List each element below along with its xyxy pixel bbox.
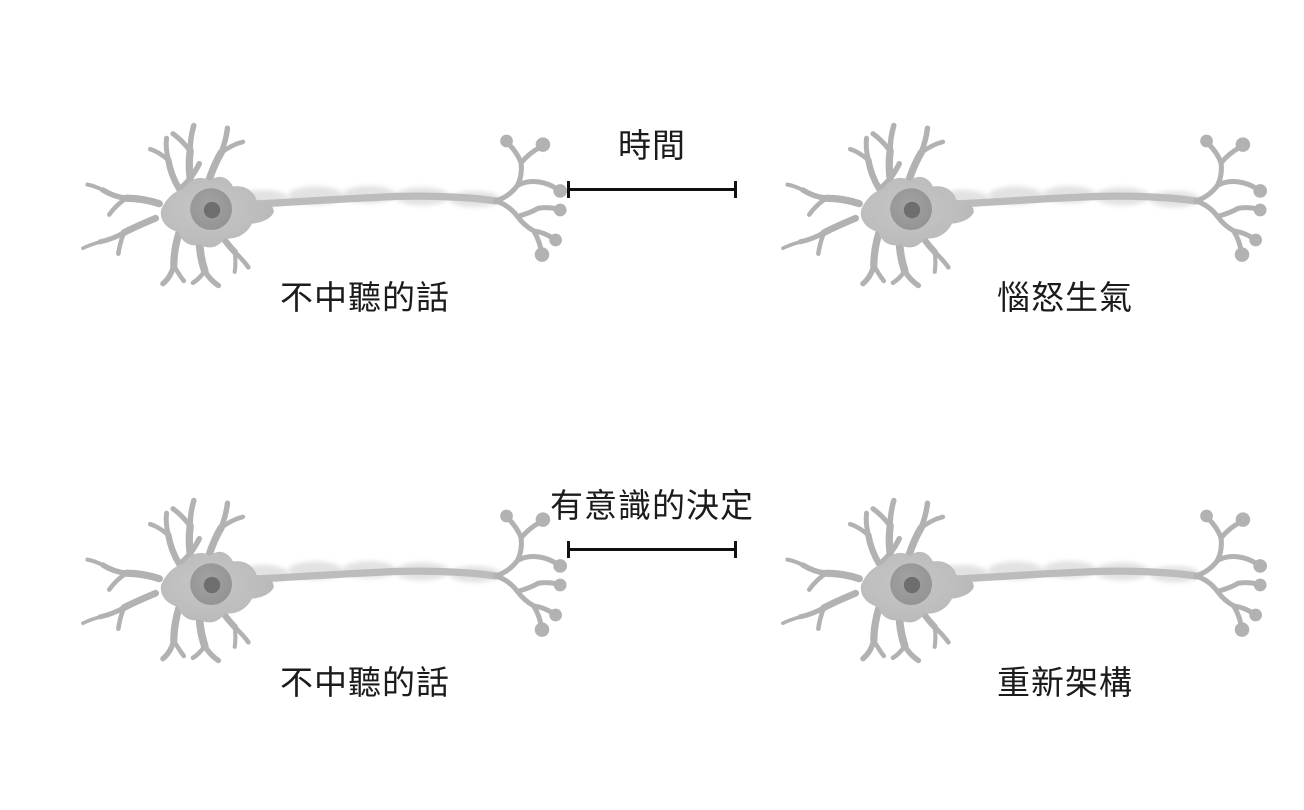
dimension-cap-right (734, 541, 737, 559)
caption-top-left: 不中聽的話 (280, 278, 450, 317)
dimension-line-icon-top (567, 180, 737, 199)
dimension-bar (567, 548, 737, 552)
caption-bottom-left: 不中聽的話 (280, 663, 450, 702)
dimension-line-icon-bottom (567, 540, 737, 559)
connector-bottom: 有意識的決定 (537, 486, 767, 559)
neuron-icon-top-right (772, 88, 1272, 303)
connector-label-top: 時間 (618, 126, 686, 165)
connector-top: 時間 (537, 126, 767, 199)
neuron-icon-bottom-right (772, 463, 1272, 678)
caption-bottom-right: 重新架構 (997, 663, 1133, 702)
connector-label-bottom: 有意識的決定 (550, 486, 754, 525)
neuron-icon-top-left (72, 88, 572, 303)
neuron-icon-bottom-left (72, 463, 572, 678)
caption-top-right: 惱怒生氣 (997, 278, 1133, 317)
dimension-cap-right (734, 181, 737, 199)
dimension-bar (567, 188, 737, 192)
